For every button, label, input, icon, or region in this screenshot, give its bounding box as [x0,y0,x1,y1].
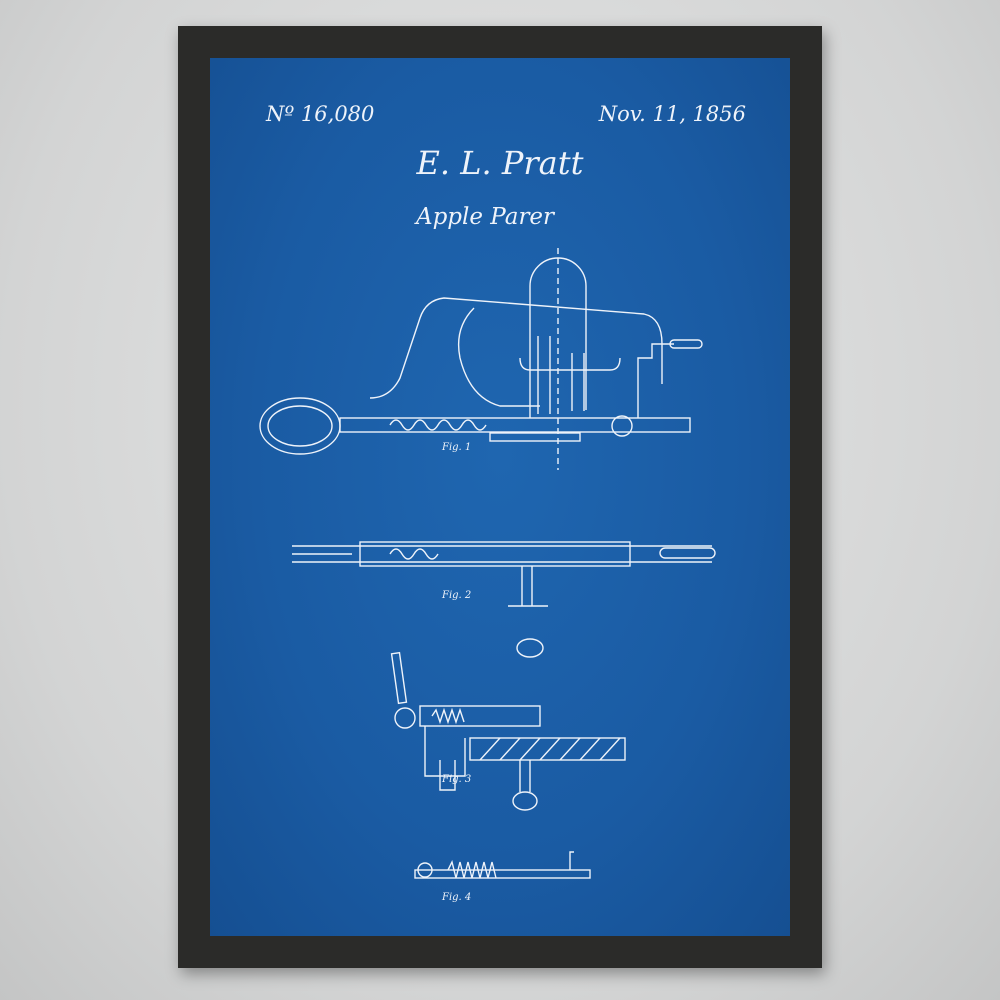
figure-1-label: Fig. 1 [442,442,471,453]
figure-1-drawing [260,248,702,470]
patent-drawings [210,58,790,936]
figure-3-label: Fig. 3 [442,774,471,785]
figure-4-label: Fig. 4 [442,892,471,903]
picture-frame: Nº 16,080 Nov. 11, 1856 E. L. Pratt Appl… [178,26,822,968]
figure-2-label: Fig. 2 [442,590,471,601]
figure-3-drawing [392,653,625,810]
blueprint-poster: Nº 16,080 Nov. 11, 1856 E. L. Pratt Appl… [210,58,790,936]
figure-2-drawing [292,542,715,657]
figure-4-drawing [415,852,590,878]
